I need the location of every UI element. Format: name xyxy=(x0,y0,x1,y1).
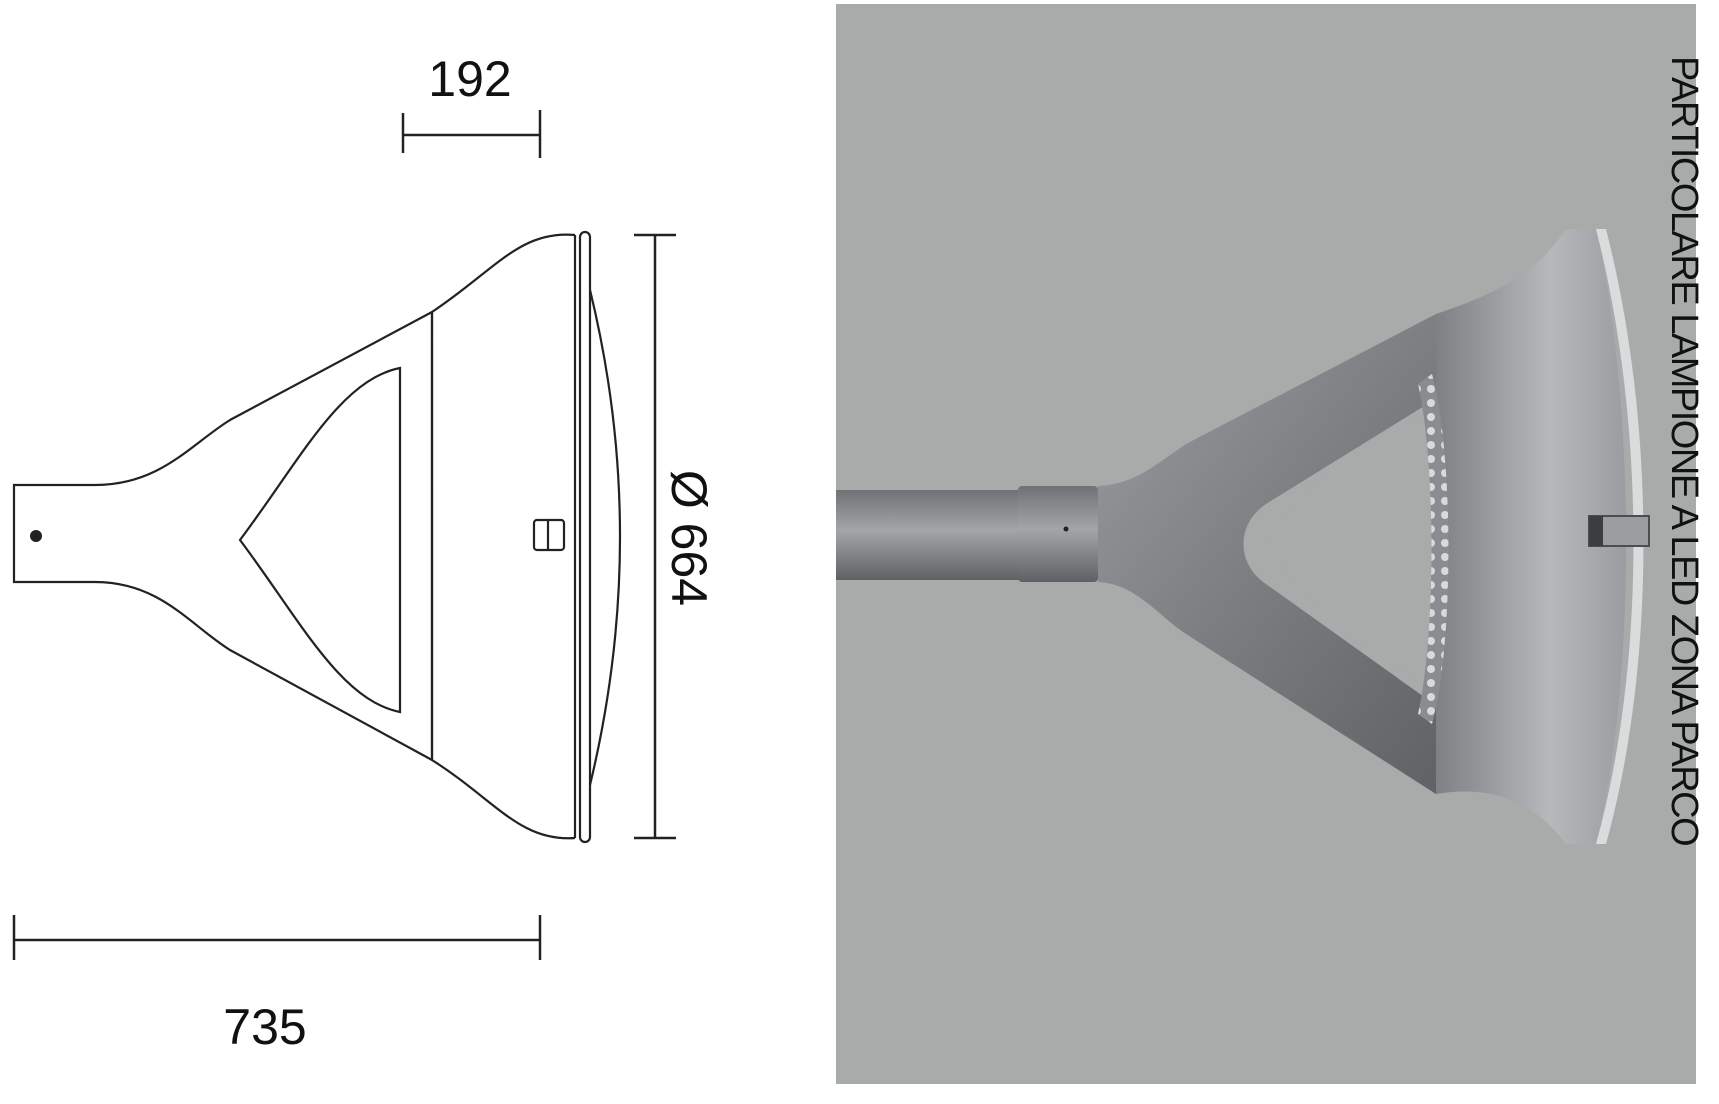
dimension-bottom xyxy=(12,915,542,960)
dimension-diameter xyxy=(634,233,676,840)
lamp-photo xyxy=(836,4,1696,1084)
led-module xyxy=(1418,374,1449,724)
dimension-top-label: 192 xyxy=(428,51,511,107)
dimension-diameter-label: Ø 664 xyxy=(661,470,717,606)
lamp-arms xyxy=(1098,314,1476,794)
vertical-caption: PARTICOLARE LAMPIONE A LED ZONA PARCO xyxy=(1663,56,1705,846)
lamp-head xyxy=(1436,229,1626,844)
lamp-collar xyxy=(1018,486,1098,582)
luminaire-outline xyxy=(12,230,622,844)
mounting-hole-icon xyxy=(30,530,42,542)
technical-drawing: 192 Ø 664 735 xyxy=(12,51,717,1055)
lamp-pole xyxy=(836,490,1021,580)
dimension-top xyxy=(401,110,542,158)
lamp-rim xyxy=(1596,229,1644,844)
dimension-bottom-label: 735 xyxy=(223,999,306,1055)
